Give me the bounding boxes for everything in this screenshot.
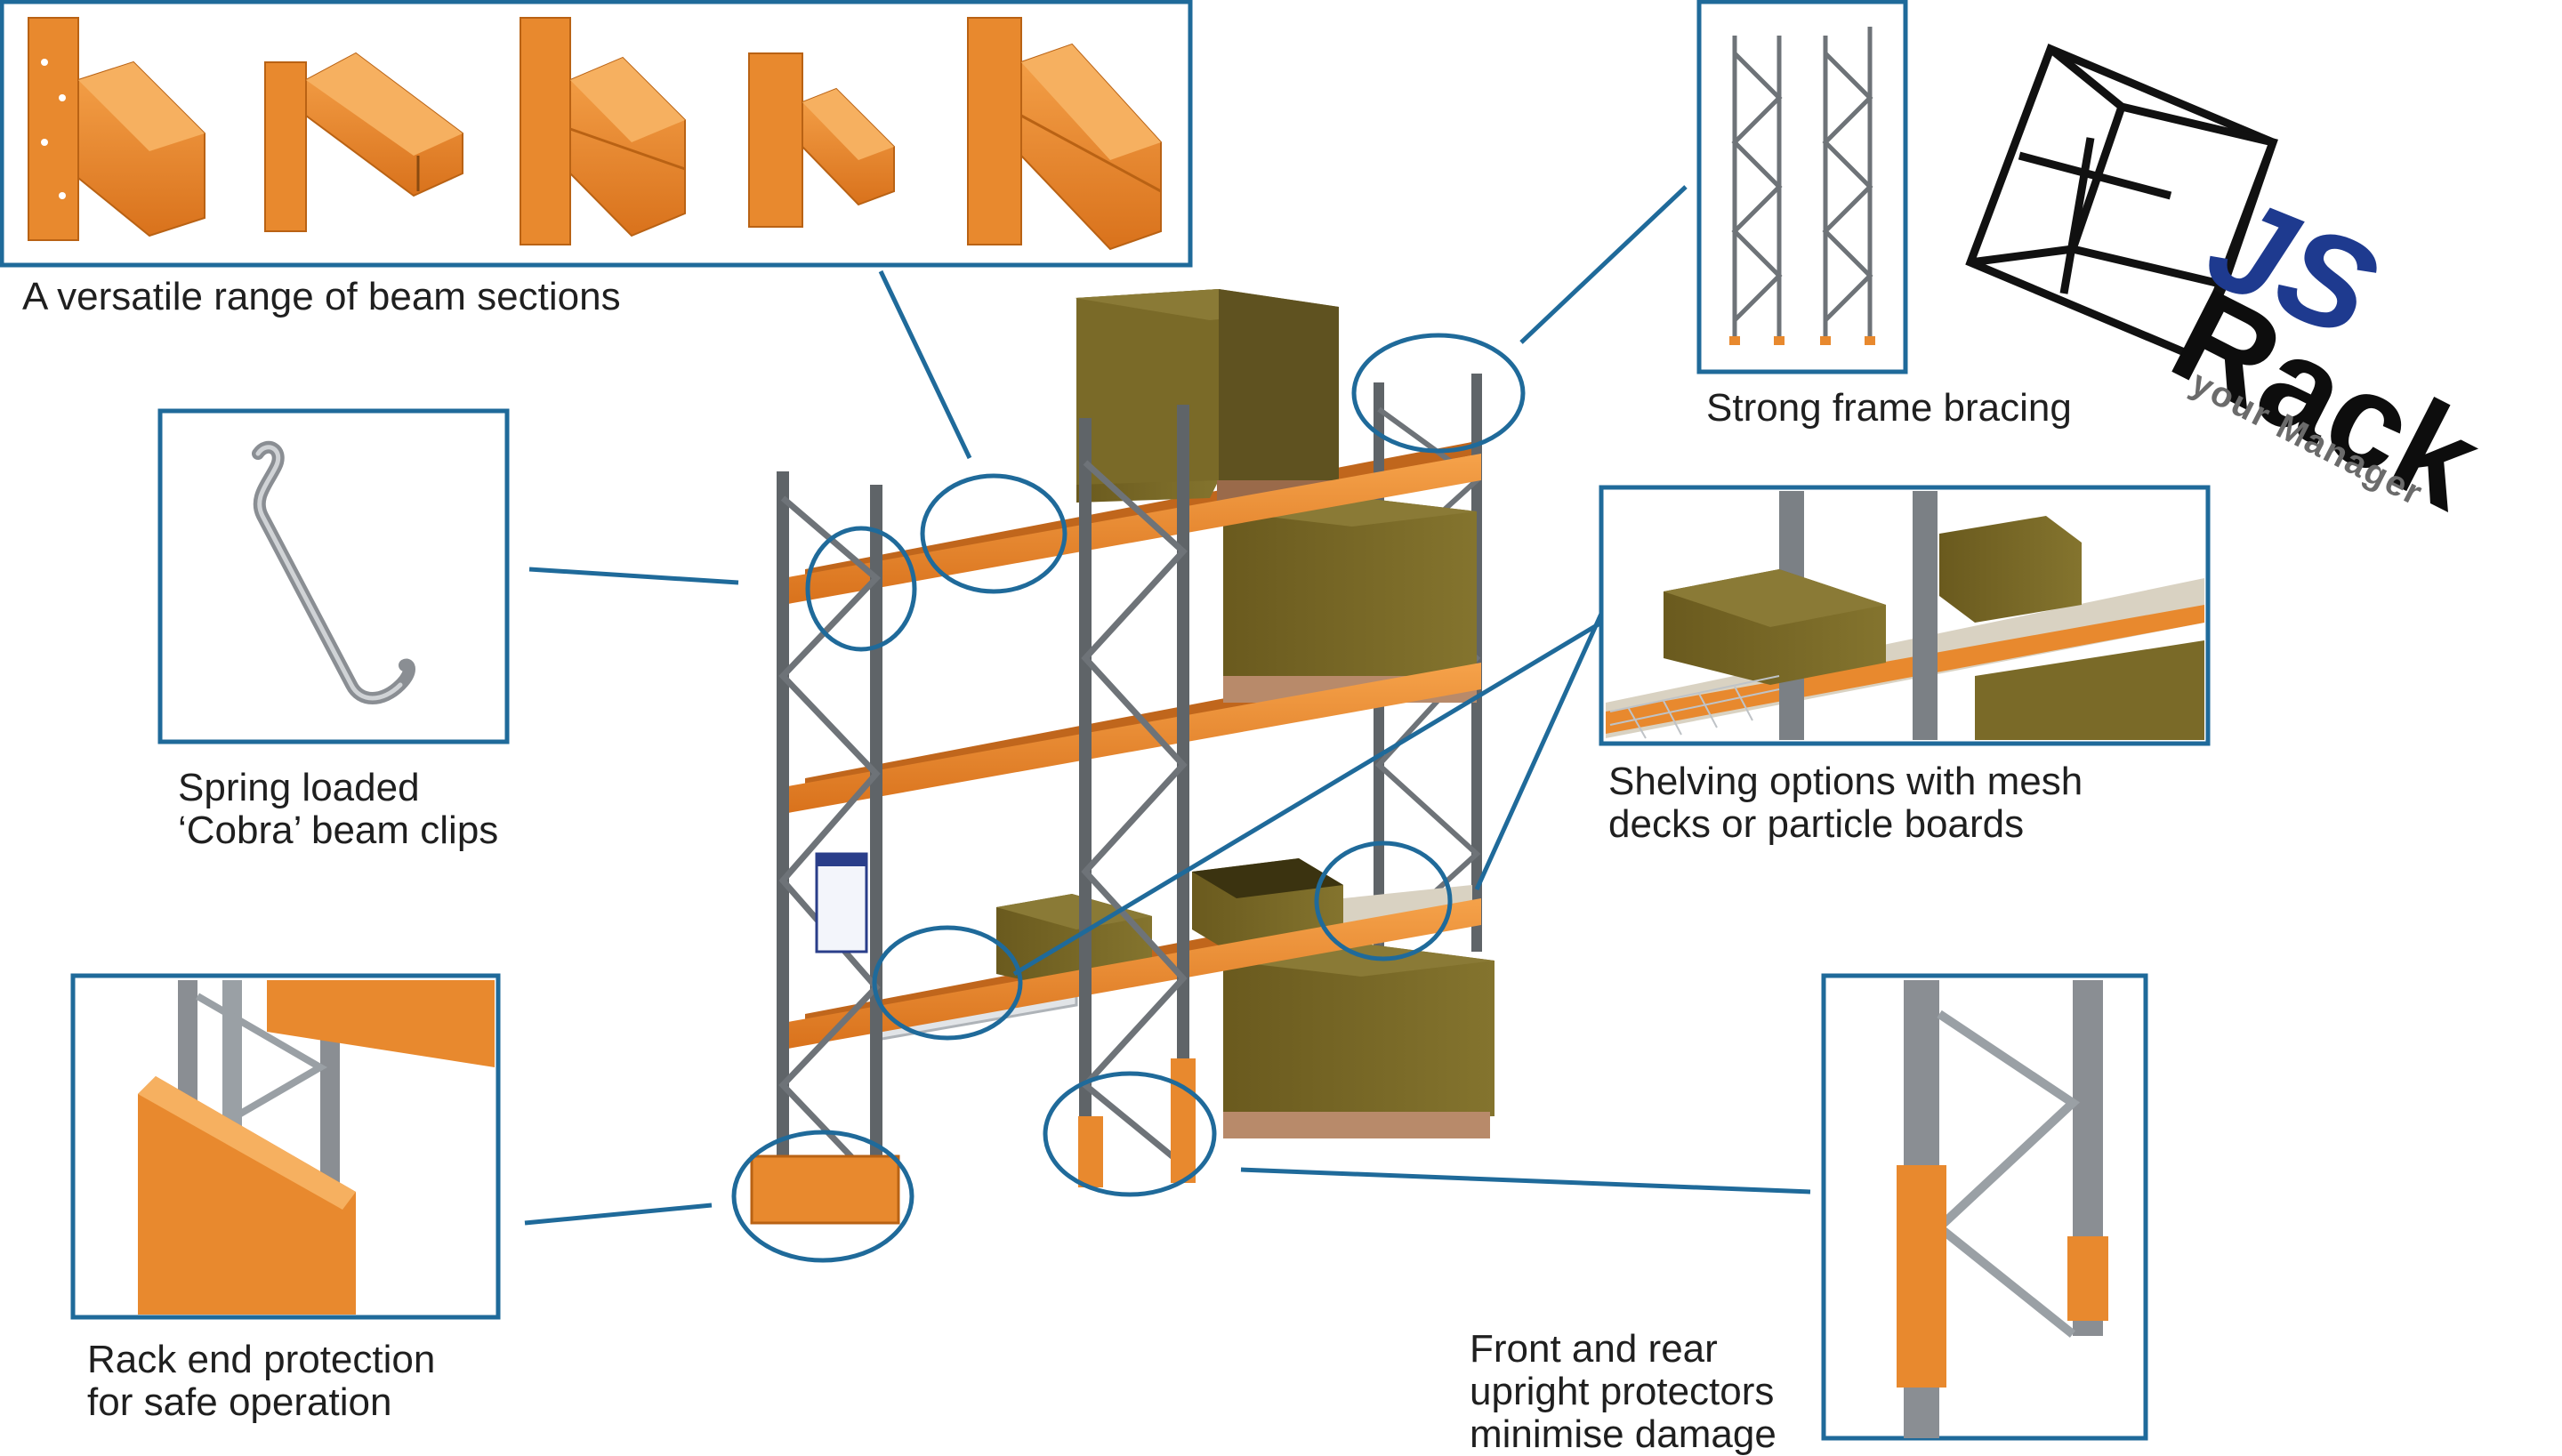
- callout-leaders: [524, 185, 1811, 1226]
- caption-frame-bracing: Strong frame bracing: [1706, 386, 2072, 430]
- caption-beam-sections: A versatile range of beam sections: [22, 275, 621, 318]
- beam-section-1: [28, 17, 205, 241]
- mesh-deck-loads: [996, 858, 1472, 992]
- caption-upright-protectors: Front and rear upright protectors minimi…: [1470, 1327, 1776, 1456]
- shelving-panel: [1599, 485, 2211, 746]
- callout-circles: [731, 333, 1526, 1263]
- upright-protector-panel: [1821, 973, 2148, 1441]
- beam-section-2: [264, 52, 463, 232]
- beam-section-4: [748, 52, 895, 228]
- beam-sections-panel: [0, 0, 1193, 268]
- end-protection-panel: [70, 973, 501, 1320]
- beam-clip-panel: [157, 408, 510, 744]
- logo-cube-icon: [1965, 44, 2278, 361]
- caption-end-protection: Rack end protection for safe operation: [87, 1338, 436, 1424]
- pallet-load-top: [1075, 289, 1341, 503]
- pallet-load-bottom: [1223, 943, 1494, 1138]
- caption-beam-clips: Spring loaded ‘Cobra’ beam clips: [178, 766, 499, 852]
- caption-shelving: Shelving options with mesh decks or part…: [1608, 760, 2083, 846]
- beam-section-5: [967, 17, 1162, 251]
- frame-bracing-panel: [1696, 0, 1908, 374]
- pallet-rack: [750, 289, 1494, 1225]
- beam-section-3: [520, 17, 686, 245]
